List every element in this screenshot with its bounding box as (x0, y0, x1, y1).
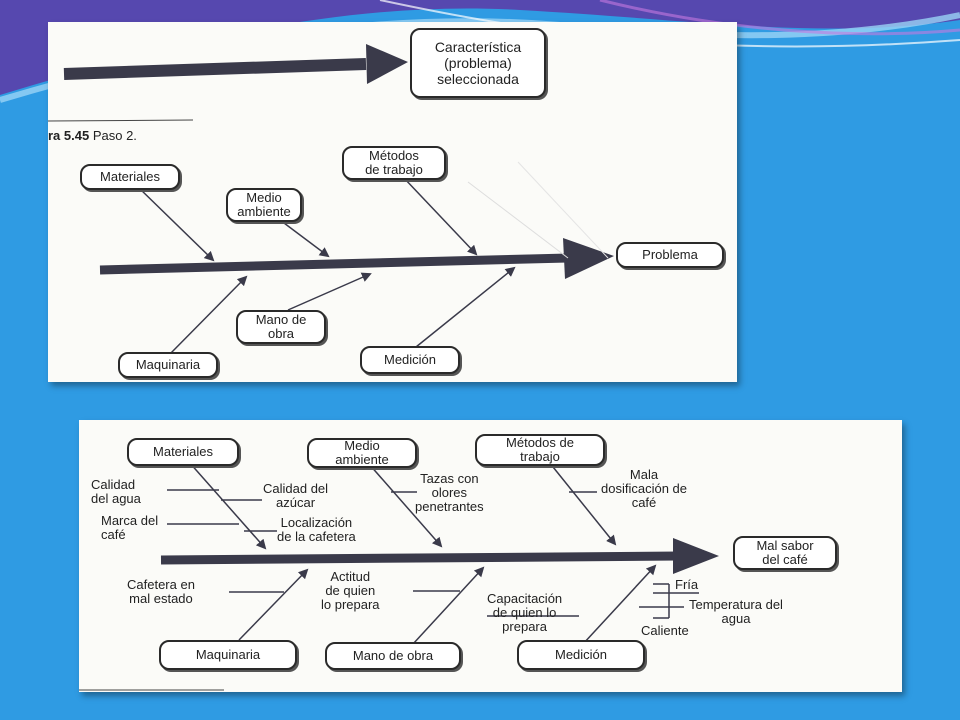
figure-caption: ra 5.45 Paso 2. (48, 128, 137, 143)
effect-mal-sabor-cafe: Mal sabor del café (733, 536, 837, 570)
cause-medicion: Medición (360, 346, 460, 374)
subcause-calidad-agua: Calidad del agua (91, 477, 141, 506)
selected-characteristic-box: Característica (problema) seleccionada (410, 28, 546, 98)
cause-materiales: Materiales (80, 164, 180, 190)
cause-medio-ambiente: Medio ambiente (307, 438, 417, 468)
cause-mano-de-obra: Mano de obra (236, 310, 326, 344)
subcause-localizacion-cafetera: Localización de la cafetera (277, 515, 356, 544)
fishbone-step-lines (48, 44, 614, 357)
subcause-calidad-azucar: Calidad del azúcar (263, 481, 329, 510)
effect-problema: Problema (616, 242, 724, 268)
subcause-caliente: Caliente (641, 623, 689, 638)
subcause-fria: Fría (675, 577, 699, 592)
cause-medicion: Medición (517, 640, 645, 670)
cause-materiales: Materiales (127, 438, 239, 466)
subcause-mala-dosificacion: Mala dosificación de café (601, 467, 687, 510)
figure-number: ra 5.45 (48, 128, 90, 143)
cause-metodos-trabajo: Métodos de trabajo (475, 434, 605, 466)
subcause-temperatura-agua: Temperatura del agua (689, 597, 783, 626)
cause-maquinaria: Maquinaria (159, 640, 297, 670)
fishbone-coffee-lines (79, 461, 719, 691)
cause-mano-de-obra: Mano de obra (325, 642, 461, 670)
fishbone-coffee-panel: Materiales Medio ambiente Métodos de tra… (79, 420, 902, 692)
subcause-cafetera-mal-estado: Cafetera en mal estado (127, 577, 195, 606)
cause-maquinaria: Maquinaria (118, 352, 218, 378)
subcause-capacitacion: Capacitación de quien lo prepara (487, 591, 563, 634)
figure-step: Paso 2. (92, 128, 137, 143)
cause-medio-ambiente: Medio ambiente (226, 188, 302, 222)
subcause-tazas-olores: Tazas con olores penetrantes (415, 471, 484, 514)
cause-metodos-trabajo: Métodos de trabajo (342, 146, 446, 180)
subcause-actitud: Actitud de quien lo prepara (321, 569, 380, 612)
fishbone-step-panel: Característica (problema) seleccionada r… (48, 22, 737, 382)
subcause-marca-cafe: Marca del café (101, 513, 159, 542)
